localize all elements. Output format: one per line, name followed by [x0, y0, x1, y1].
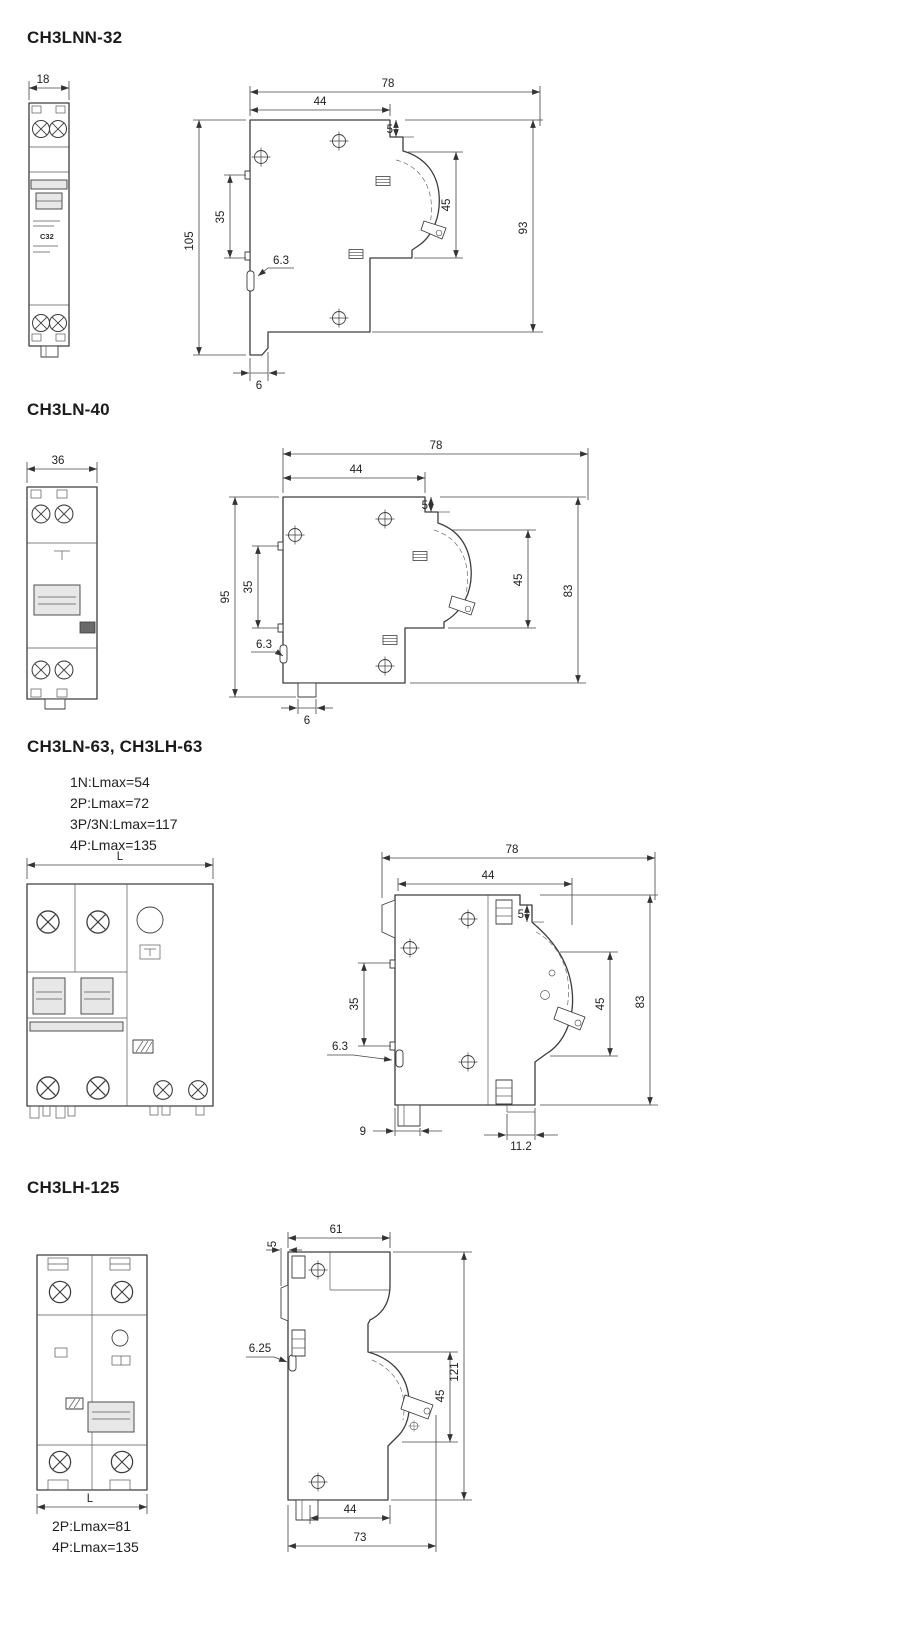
ch3lnn32-side-view: 78 44 5 105 35 45 93 6.3 — [184, 78, 543, 392]
dim-front-height-label: 45 — [441, 199, 453, 212]
side-profile-outline — [249, 119, 440, 356]
dim-right-height-label: 83 — [635, 996, 647, 1009]
dim-inner-width-label: 44 — [314, 96, 327, 108]
dim-hole-label: 6.3 — [273, 255, 289, 267]
dim-total-width-label: 73 — [354, 1532, 367, 1544]
screw-icon — [86, 1076, 110, 1100]
screw-icon — [188, 1080, 208, 1100]
lmax-notes-125: 2P:Lmax=81 4P:Lmax=135 — [52, 1516, 139, 1558]
note-line: 4P:Lmax=135 — [52, 1539, 139, 1555]
dim-right-height-label: 83 — [563, 585, 575, 598]
side-profile-outline — [282, 496, 472, 684]
dim-mid-height-label: 35 — [243, 581, 255, 594]
lmax-notes-63: 1N:Lmax=54 2P:Lmax=72 3P/3N:Lmax=117 4P:… — [70, 772, 178, 856]
dim-front-height-label: 45 — [595, 998, 607, 1011]
dim-front-width-label: L — [87, 1493, 94, 1505]
ch3ln63-front-view: L — [26, 851, 214, 1119]
side-profile-outline — [394, 894, 574, 1106]
dim-inner-width-label: 44 — [344, 1504, 357, 1516]
screw-icon — [31, 660, 51, 680]
dim-mid-height-label: 35 — [349, 998, 361, 1011]
screw-icon — [48, 1280, 72, 1304]
indicator-window — [136, 906, 164, 934]
dim-total-height-label: 121 — [449, 1362, 461, 1381]
note-line: 2P:Lmax=81 — [52, 1518, 131, 1534]
screw-icon — [49, 314, 67, 332]
dim-inner-width-label: 44 — [482, 870, 495, 882]
dim-clip-right-label: 11.2 — [510, 1141, 532, 1153]
dim-clip-label: 6 — [256, 380, 262, 392]
note-line: 3P/3N:Lmax=117 — [70, 816, 178, 832]
dim-mid-height-label: 35 — [215, 211, 227, 224]
screw-icon — [31, 504, 51, 524]
toggle-lever — [420, 220, 447, 240]
screw-icon — [54, 660, 74, 680]
terminal-screw-icon — [382, 635, 398, 645]
dim-step-label: 5 — [387, 124, 393, 136]
section-title-ch3lh-125: CH3LH-125 — [27, 1178, 120, 1197]
terminal-screw-icon — [375, 176, 391, 186]
dim-total-width-label: 78 — [430, 440, 443, 452]
dim-front-width-label: 36 — [52, 455, 65, 467]
note-line: 1N:Lmax=54 — [70, 774, 150, 790]
dim-front-width-label: L — [117, 851, 124, 863]
dim-total-height-label: 105 — [184, 231, 196, 250]
dim-hole-label: 6.3 — [256, 639, 272, 651]
ch3ln63-side-view: 78 44 5 35 45 83 6.3 — [327, 844, 658, 1153]
dim-hole-label: 6.3 — [332, 1041, 348, 1053]
screw-icon — [54, 504, 74, 524]
dim-front-height-label: 45 — [435, 1390, 447, 1403]
dim-total-width-label: 78 — [382, 78, 395, 90]
dim-total-width-label: 78 — [506, 844, 519, 856]
screw-icon — [48, 1450, 72, 1474]
dim-clip-left-label: 9 — [360, 1126, 366, 1138]
screw-icon — [36, 910, 60, 934]
screw-icon — [32, 120, 50, 138]
screw-icon — [153, 1080, 173, 1100]
mounting-hole-icon — [408, 1420, 420, 1432]
dim-inner-width-label: 44 — [350, 464, 363, 476]
screw-icon — [32, 314, 50, 332]
side-profile-outline — [287, 1251, 410, 1501]
dim-front-width-label: 18 — [37, 74, 50, 86]
dim-top-width-label: 61 — [330, 1224, 343, 1236]
note-line: 2P:Lmax=72 — [70, 795, 149, 811]
ch3lh125-side-view: 61 5 6.25 45 121 44 73 — [246, 1224, 472, 1552]
section-title-ch3lnn-32: CH3LNN-32 — [27, 28, 123, 47]
ch3lnn32-front-view: 18 C32 — [28, 74, 70, 358]
dim-step-label: 5 — [518, 909, 524, 921]
toggle-lever — [448, 595, 476, 616]
dim-front-height-label: 45 — [513, 574, 525, 587]
dim-clip-label: 6 — [304, 715, 310, 727]
screw-icon — [86, 910, 110, 934]
ch3lh125-front-view: L — [36, 1254, 148, 1514]
terminal-screw-icon — [348, 249, 364, 259]
dim-total-height-label: 95 — [220, 591, 232, 604]
screw-icon — [49, 120, 67, 138]
screw-icon — [36, 1076, 60, 1100]
indicator-window — [111, 1329, 129, 1347]
screw-icon — [110, 1450, 134, 1474]
dim-step-label: 5 — [422, 500, 428, 512]
section-title-ch3ln-40: CH3LN-40 — [27, 400, 110, 419]
note-line: 4P:Lmax=135 — [70, 837, 157, 853]
screw-icon — [110, 1280, 134, 1304]
dim-step-label: 5 — [267, 1241, 279, 1247]
ch3ln40-side-view: 78 44 5 95 35 45 83 6.3 — [220, 440, 589, 727]
terminal-screw-icon — [412, 551, 428, 561]
dim-hole-label: 6.25 — [249, 1343, 271, 1355]
dim-right-height-label: 93 — [518, 222, 530, 235]
toggle-lever — [553, 1006, 586, 1031]
breaker-rating-label: C32 — [40, 232, 54, 241]
section-title-ch3ln-63: CH3LN-63, CH3LH-63 — [27, 737, 203, 756]
ch3ln40-front-view: 36 — [26, 455, 98, 710]
